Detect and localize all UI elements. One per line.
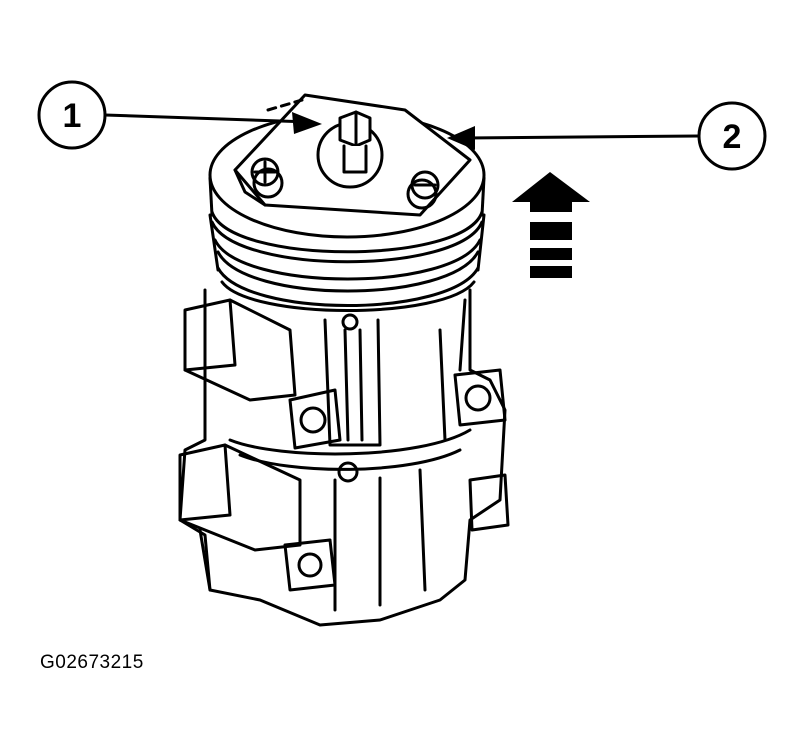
compressor-body <box>178 288 510 627</box>
callout-1-arrowhead <box>292 112 322 134</box>
clutch-pulley <box>208 111 486 312</box>
callout-1-leader-line <box>104 113 311 124</box>
callout-2-leader-line <box>464 134 700 140</box>
callout-1-number: 1 <box>63 97 82 135</box>
callout-2: 2 <box>447 101 767 171</box>
callout-2-arrowhead <box>447 126 475 150</box>
direction-up-arrow-icon <box>512 172 590 278</box>
callout-2-number: 2 <box>723 118 742 156</box>
figure-code: G02673215 <box>40 652 144 673</box>
shaft-nut <box>338 110 372 174</box>
callout-1: 1 <box>37 80 322 150</box>
